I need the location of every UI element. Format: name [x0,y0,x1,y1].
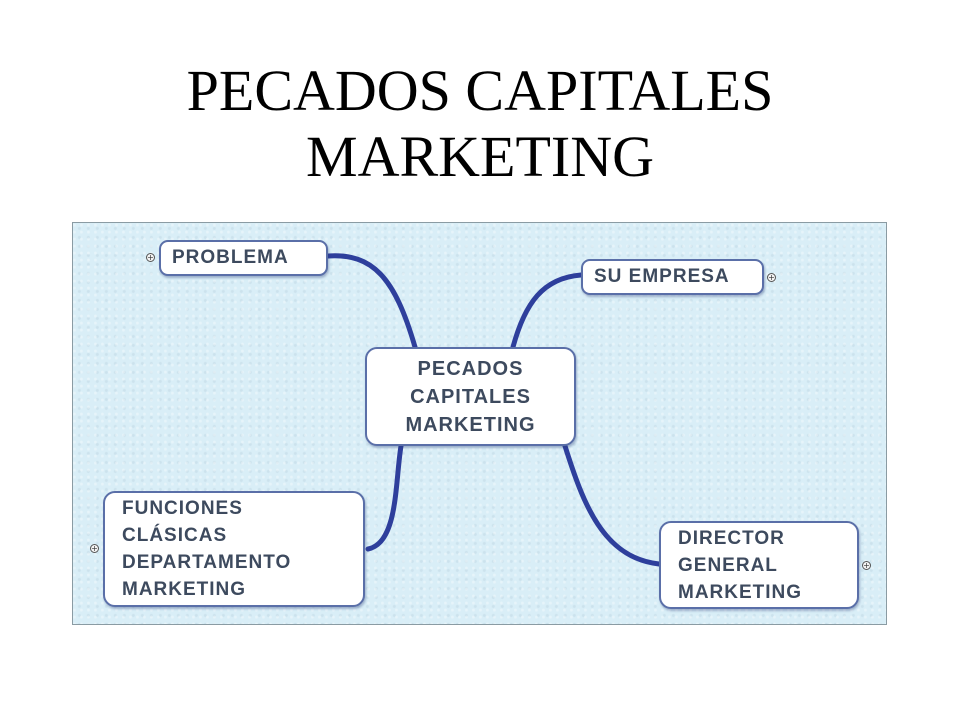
branch-funciones-line: FUNCIONES [122,498,243,519]
connector-lines [325,253,662,567]
central-node[interactable]: PECADOS CAPITALES MARKETING [365,347,576,446]
branch-su-empresa[interactable]: SU EMPRESA [581,259,764,295]
plus-circle-icon[interactable]: + [767,273,776,282]
plus-circle-icon[interactable]: + [862,561,871,570]
connector-problema [325,253,418,350]
branch-director-line: DIRECTOR [678,527,785,549]
branch-director[interactable]: DIRECTOR GENERAL MARKETING [659,521,859,609]
branch-funciones-line: DEPARTAMENTO [122,552,292,573]
plus-circle-icon[interactable]: + [90,544,99,553]
connector-su-empresa [510,272,584,350]
mind-map: PECADOS CAPITALES MARKETING PROBLEMA + S… [72,222,887,625]
central-node-line: MARKETING [405,413,536,436]
branch-director-line: GENERAL [678,554,778,576]
slide-title-line-2: MARKETING [306,124,654,189]
branch-problema-label: PROBLEMA [172,247,289,268]
branch-su-empresa-label: SU EMPRESA [594,266,730,287]
central-node-line: PECADOS [417,357,524,380]
connector-funciones [365,443,404,552]
slide-title: PECADOS CAPITALES MARKETING [0,58,960,190]
plus-circle-icon[interactable]: + [146,253,155,262]
branch-funciones-line: MARKETING [122,579,247,600]
branch-funciones[interactable]: FUNCIONES CLÁSICAS DEPARTAMENTO MARKETIN… [103,491,365,607]
central-node-line: CAPITALES [410,385,531,408]
branch-director-line: MARKETING [678,581,803,603]
branch-funciones-line: CLÁSICAS [122,525,228,546]
connector-director [562,443,662,567]
branch-problema[interactable]: PROBLEMA [159,240,328,276]
slide-title-line-1: PECADOS CAPITALES [186,58,774,123]
